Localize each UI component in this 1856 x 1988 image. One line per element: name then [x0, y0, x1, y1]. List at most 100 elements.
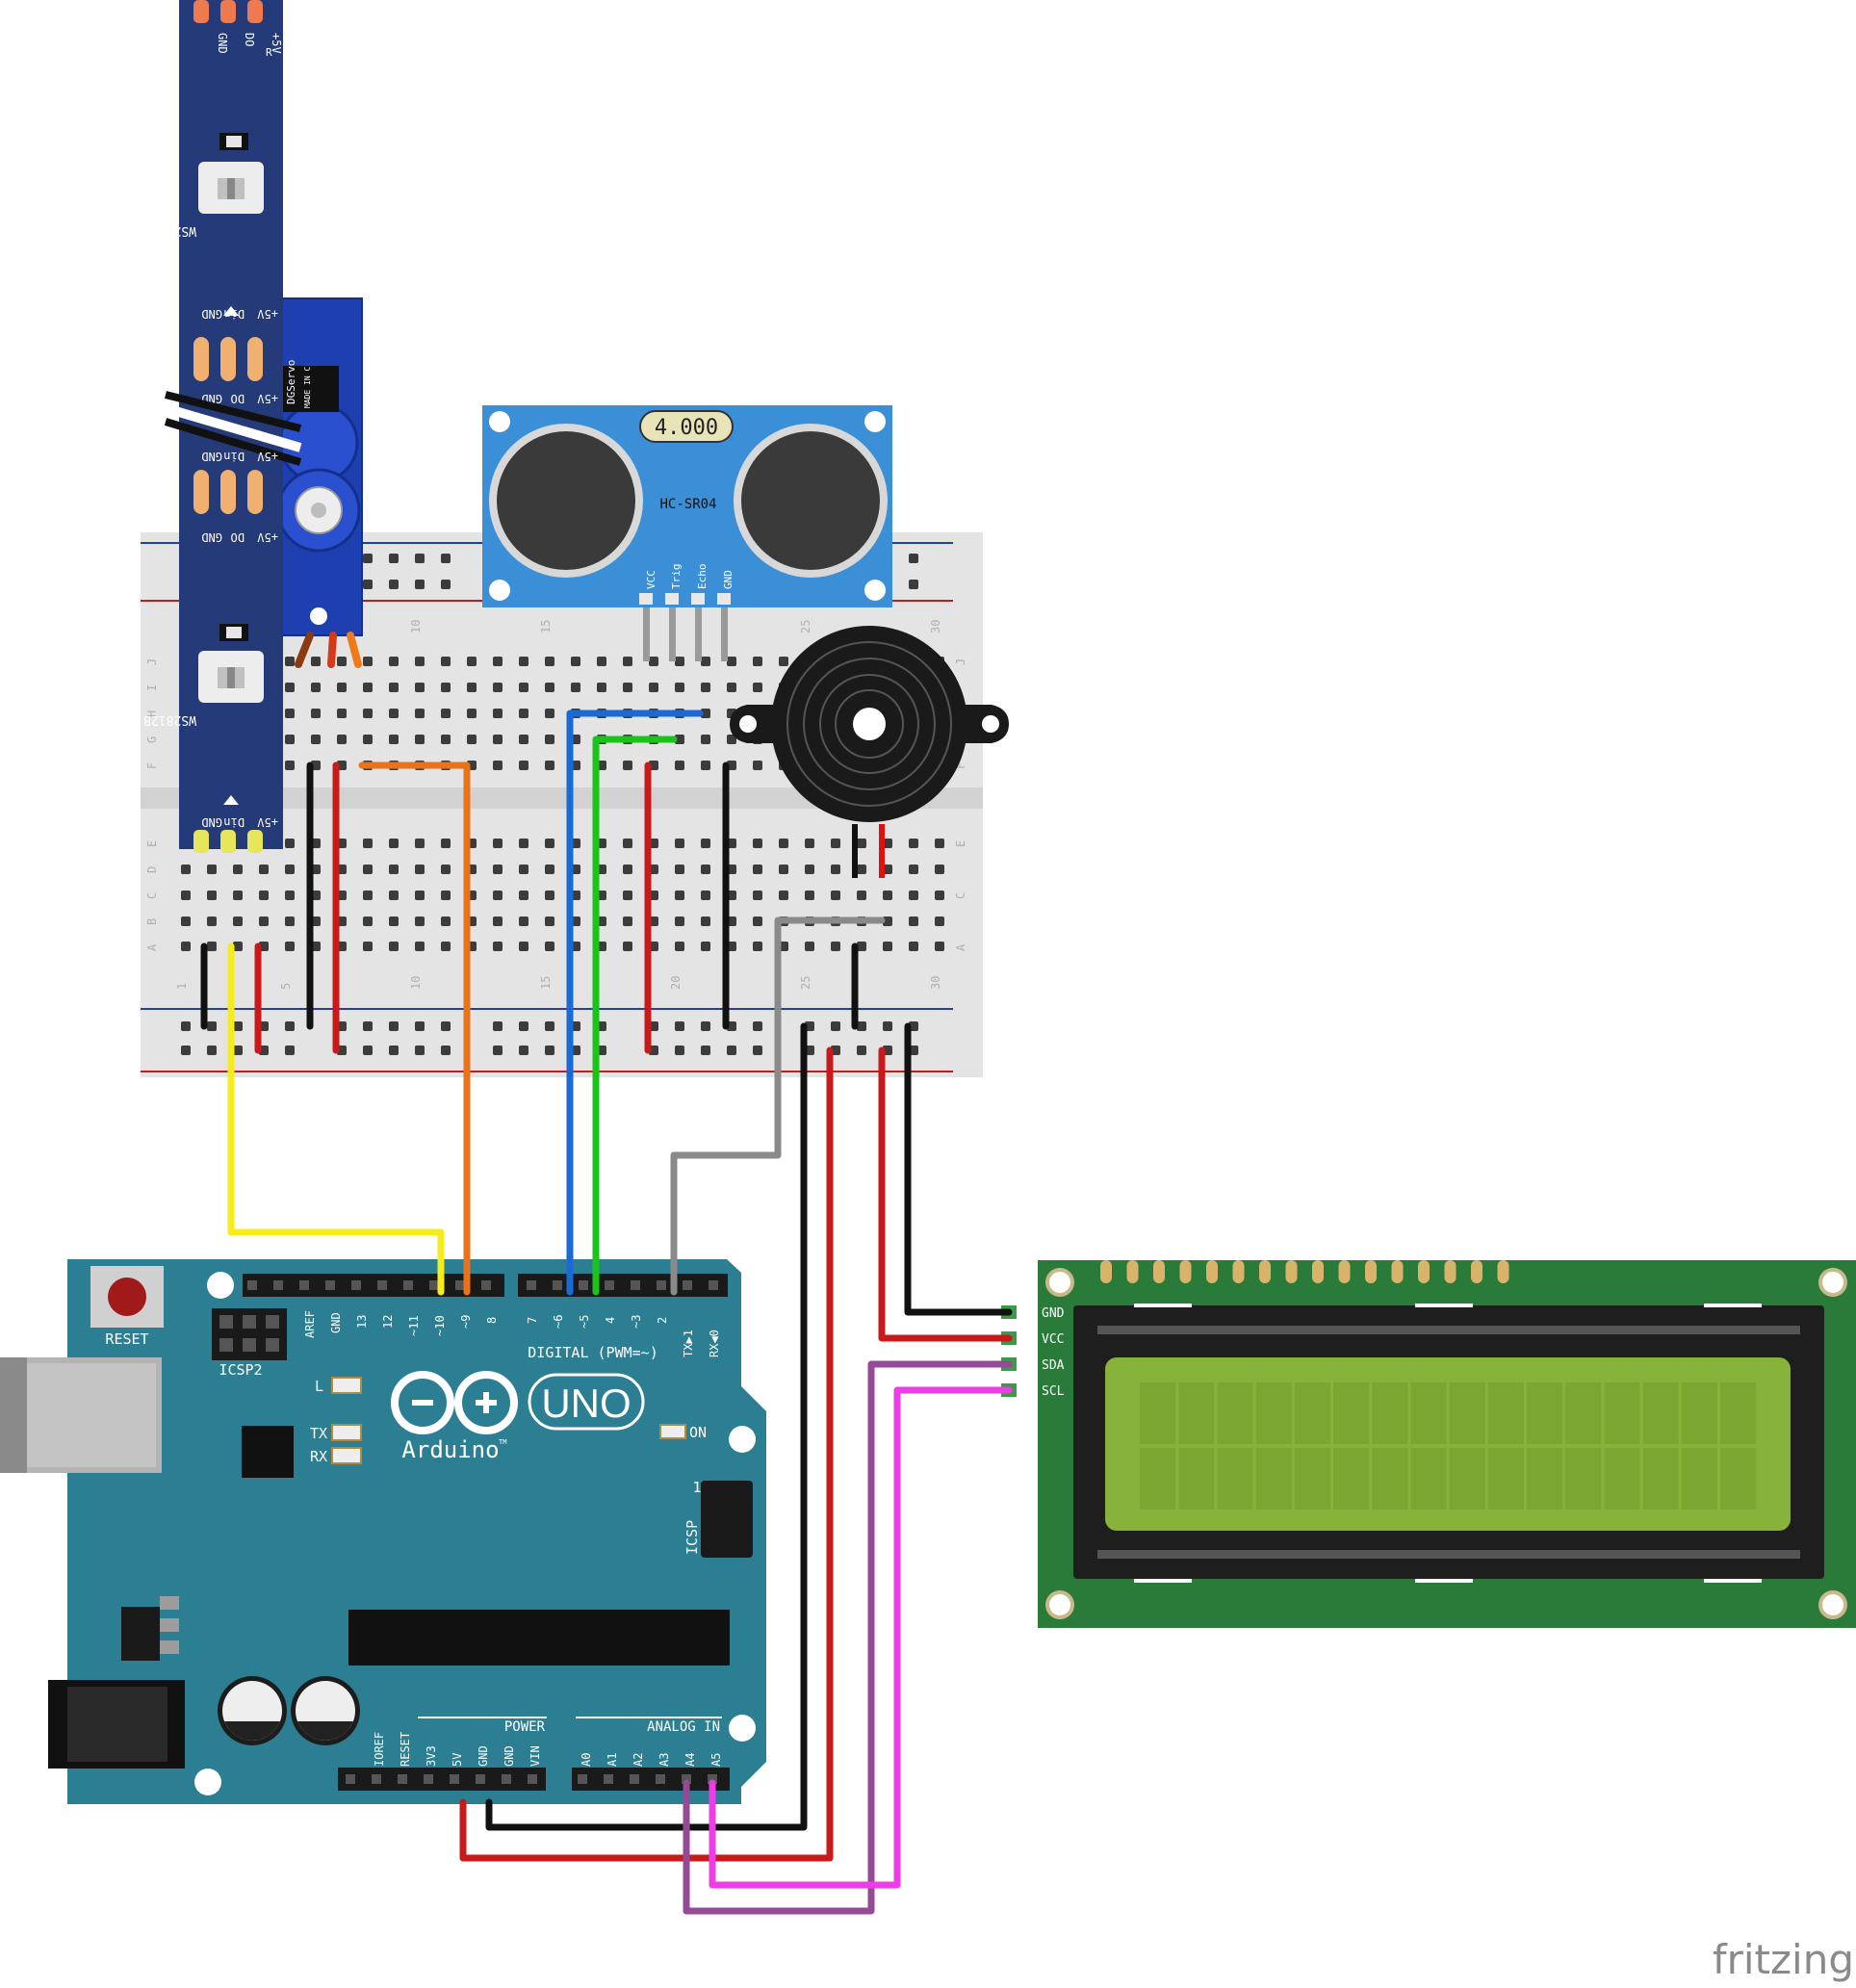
rail-hole	[441, 580, 451, 589]
breadboard-hole	[831, 839, 840, 848]
breadboard-hole	[623, 657, 632, 666]
lcd-char-cell	[1527, 1382, 1563, 1444]
digital-pin-label: ~3	[630, 1315, 643, 1329]
breadboard-hole	[285, 942, 295, 951]
lcd-char-cell	[1565, 1382, 1602, 1444]
led-rx-label: RX	[310, 1448, 327, 1465]
lcd-pad	[1259, 1260, 1271, 1283]
breadboard-hole	[389, 865, 399, 874]
breadboard-hole	[753, 865, 762, 874]
breadboard-hole	[285, 683, 295, 692]
breadboard-hole	[337, 657, 347, 666]
breadboard-hole	[467, 709, 477, 718]
digital-pin-label: 8	[485, 1317, 499, 1324]
breadboard-hole	[753, 683, 762, 692]
row-letter: A	[954, 943, 967, 951]
lcd-char-cell	[1449, 1448, 1485, 1510]
led-strip[interactable]: +5V DO GND R WS2812B GND Din +5V GND DO …	[143, 0, 302, 853]
led-tx-label: TX	[310, 1425, 327, 1442]
breadboard-hole	[545, 657, 554, 666]
breadboard-hole	[389, 942, 399, 951]
wire-rail-gnd-arduino	[485, 1022, 808, 1831]
board-tm: TM	[499, 1438, 506, 1446]
rail-hole	[389, 554, 399, 563]
lcd-char-cell	[1140, 1382, 1176, 1444]
breadboard-hole	[389, 917, 399, 926]
header-pin	[502, 1774, 511, 1784]
breadboard-hole	[441, 735, 451, 744]
row-letter: I	[145, 684, 159, 691]
breadboard-hole	[649, 683, 658, 692]
col-number: 5	[279, 983, 293, 990]
breadboard-hole	[571, 683, 580, 692]
ultrasonic-sensor[interactable]: 4.000 HC-SR04 VCC Trig Echo GND	[482, 405, 892, 661]
breadboard-hole	[753, 657, 762, 666]
header-pin	[346, 1774, 355, 1784]
servo-motor[interactable]: DGServo MADE IN C	[274, 297, 363, 668]
breadboard-hole	[623, 839, 632, 848]
breadboard-hole	[545, 865, 554, 874]
breadboard-hole	[805, 891, 814, 900]
col-number: 20	[669, 976, 683, 990]
col-number: 25	[799, 620, 812, 633]
breadboard-hole	[363, 891, 373, 900]
lcd-char-cell	[1294, 1448, 1330, 1510]
lcd-char-cell	[1372, 1448, 1408, 1510]
piezo-buzzer[interactable]	[730, 626, 1009, 878]
icsp2-pin	[243, 1338, 256, 1352]
lcd-char-cell	[1178, 1448, 1215, 1510]
breadboard-hole	[519, 942, 528, 951]
lcd-1602-module[interactable]: GND VCC SDA SCL	[1001, 1260, 1856, 1628]
breadboard-hole	[831, 942, 840, 951]
breadboard-hole	[883, 942, 892, 951]
breadboard-hole	[337, 735, 347, 744]
power-pin-label: IOREF	[373, 1732, 386, 1767]
breadboard-hole	[519, 761, 528, 770]
breadboard-hole	[311, 735, 321, 744]
breadboard-hole	[701, 761, 710, 770]
icsp-pin1-label: 1	[692, 1479, 701, 1496]
wire-scl	[709, 1386, 1013, 1889]
rail-hole	[857, 1021, 866, 1031]
row-letter: C	[145, 892, 159, 899]
wire-rail-gnd-lcd	[904, 1022, 1013, 1316]
row-letter: A	[145, 943, 159, 951]
col-number: 10	[409, 620, 423, 633]
lcd-pad	[1179, 1260, 1192, 1283]
col-number: 30	[929, 976, 942, 990]
arduino-uno[interactable]: RESET ICSP2 DIGITAL (PWM=~) AREF GND 13 …	[0, 1259, 766, 1804]
lcd-pad	[1232, 1260, 1245, 1283]
icsp2-pin	[266, 1315, 279, 1329]
breadboard-hole	[363, 839, 373, 848]
lcd-char-cell	[1527, 1448, 1563, 1510]
breadboard-hole	[363, 683, 373, 692]
header-pin	[630, 1774, 639, 1784]
lcd-char-cell	[1217, 1382, 1253, 1444]
pad-label: DO	[231, 530, 245, 544]
header-pin	[527, 1280, 536, 1290]
breadboard-hole	[493, 865, 503, 874]
rail-hole	[727, 1046, 736, 1055]
breadboard-hole	[311, 657, 321, 666]
analog-pin-label: A5	[709, 1753, 723, 1767]
breadboard-hole	[675, 891, 684, 900]
header-pin	[683, 1280, 692, 1290]
fritzing-watermark: fritzing	[1713, 1936, 1854, 1983]
digital-pin-label: ~5	[578, 1315, 591, 1329]
reg-mark: R	[266, 46, 272, 59]
breadboard-hole	[857, 865, 866, 874]
pad-label: +5V	[257, 530, 278, 544]
power-pin-label: 3V3	[425, 1745, 438, 1767]
header-pin	[351, 1280, 361, 1290]
pad-label: +5V	[257, 392, 278, 405]
breadboard-hole	[753, 891, 762, 900]
icsp2-label: ICSP2	[219, 1361, 262, 1379]
breadboard-hole	[701, 839, 710, 848]
rail-hole	[857, 1046, 866, 1055]
rail-hole	[519, 1046, 528, 1055]
breadboard-hole	[545, 761, 554, 770]
breadboard-hole	[519, 865, 528, 874]
lcd-pin-label: VCC	[1042, 1332, 1064, 1347]
header-pin	[398, 1774, 407, 1784]
lcd-char-cell	[1333, 1382, 1370, 1444]
